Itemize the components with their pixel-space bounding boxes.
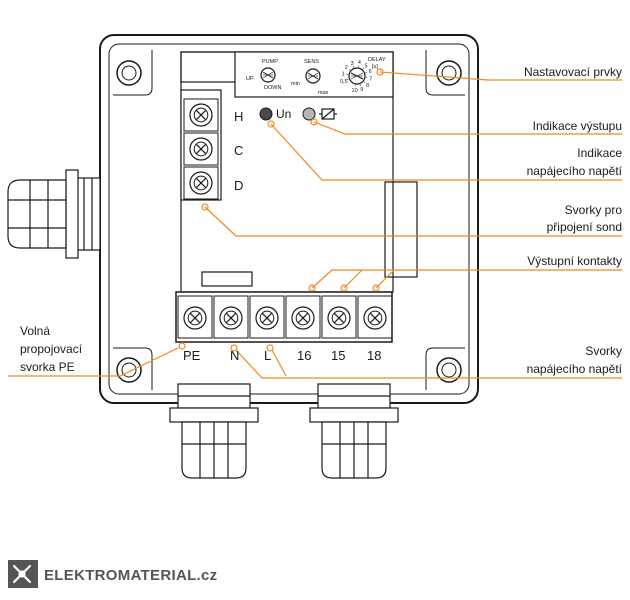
- callout-supply-indication-2: napájecího napětí: [527, 164, 623, 178]
- delay-scale-tick: 6: [369, 69, 372, 75]
- terminal-screw-l[interactable]: [255, 306, 279, 330]
- sens-knob[interactable]: [305, 68, 321, 84]
- callout-pe-3: svorka PE: [20, 360, 75, 374]
- relay-symbol-icon: [319, 108, 337, 120]
- bottom-terminal-cell: [321, 295, 357, 339]
- probe-terminal-cell: [183, 166, 219, 200]
- delay-scale-tick: 2: [345, 65, 348, 71]
- terminal-screw-pe[interactable]: [183, 306, 207, 330]
- delay-scale-tick: 4: [358, 60, 361, 66]
- delay-scale-mark: [359, 84, 361, 87]
- logo-text: ELEKTROMATERIAL.cz: [44, 567, 217, 584]
- callout-supply-terminals-1: Svorky: [585, 344, 622, 358]
- indicators: Un: [259, 107, 337, 121]
- delay-scale-mark: [363, 81, 366, 83]
- callout-pe-1: Volná: [20, 324, 50, 338]
- terminal-label-l: L: [264, 348, 271, 363]
- delay-scale-tick: 3: [351, 61, 354, 67]
- delay-scale-mark: [365, 72, 368, 74]
- bottom-terminal-cell: [285, 295, 321, 339]
- terminal-label-n: N: [230, 348, 239, 363]
- un-label: Un: [276, 107, 291, 121]
- bottom-terminal-cell: [177, 295, 213, 339]
- bottom-cable-gland-right: [309, 383, 399, 479]
- settings-panel: PUMP UP DOWN SENS min max DELAY [s] 0,51…: [246, 57, 386, 96]
- probe-terminal-cell: [183, 132, 219, 166]
- probe-label-h: H: [234, 109, 243, 124]
- callout-pe-2: propojovací: [20, 342, 83, 356]
- terminal-screw-18[interactable]: [363, 306, 387, 330]
- probe-label-c: C: [234, 143, 243, 158]
- terminal-label-pe: PE: [183, 348, 201, 363]
- left-cable-gland: [7, 169, 101, 259]
- delay-scale-tick: 10: [352, 88, 358, 94]
- terminal-label-16: 16: [297, 348, 311, 363]
- bottom-terminal-cell: [357, 295, 393, 339]
- probe-screw-c[interactable]: [189, 137, 213, 161]
- delay-unit-label: [s]: [372, 64, 378, 70]
- delay-scale-tick: 7: [369, 76, 372, 82]
- callout-output-indication: Indikace výstupu: [533, 119, 622, 133]
- bottom-terminal-cell: [213, 295, 249, 339]
- up-label: UP: [246, 76, 254, 82]
- terminal-screw-16[interactable]: [291, 306, 315, 330]
- delay-scale-mark: [353, 65, 355, 68]
- delay-scale-tick: 1: [342, 72, 345, 78]
- sens-label: SENS: [304, 59, 319, 65]
- probe-label-d: D: [234, 178, 243, 193]
- delay-scale-tick: 9: [360, 87, 363, 93]
- un-led: [259, 107, 273, 121]
- terminal-label-18: 18: [367, 348, 381, 363]
- callout-output-contacts: Výstupní kontakty: [527, 254, 622, 268]
- delay-scale-tick: 8: [366, 83, 369, 89]
- pump-label: PUMP: [262, 59, 278, 65]
- callout-supply-terminals-2: napájecího napětí: [527, 362, 623, 376]
- delay-scale-tick: 5: [364, 63, 367, 69]
- terminal-screw-n[interactable]: [219, 306, 243, 330]
- bottom-terminal-cell: [249, 295, 285, 339]
- max-label: max: [318, 90, 329, 96]
- pump-knob[interactable]: [260, 67, 276, 83]
- callout-settings: Nastavovací prvky: [524, 65, 622, 79]
- probe-screw-h[interactable]: [189, 103, 213, 127]
- delay-scale-tick: 0,5: [340, 79, 348, 85]
- callout-supply-indication-1: Indikace: [577, 146, 622, 160]
- output-led: [302, 107, 316, 121]
- delay-scale-mark: [348, 69, 351, 71]
- probe-terminal-cell: [183, 98, 219, 132]
- callout-leaders: [8, 68, 622, 379]
- probe-terminal-block: [180, 89, 222, 201]
- terminal-label-15: 15: [331, 348, 345, 363]
- down-label: DOWN: [264, 85, 281, 91]
- probe-screw-d[interactable]: [189, 171, 213, 195]
- callout-probe-terminals-2: připojení sond: [547, 220, 622, 234]
- delay-scale-mark: [362, 67, 364, 70]
- delay-knob[interactable]: [348, 67, 366, 85]
- bottom-cable-gland-left: [169, 383, 259, 479]
- delay-label: DELAY: [368, 57, 386, 63]
- bottom-terminal-block: [175, 291, 393, 343]
- brand-logo: ELEKTROMATERIAL.cz: [8, 560, 217, 588]
- callout-probe-terminals-1: Svorky pro: [565, 203, 623, 217]
- delay-scale-mark: [346, 78, 349, 80]
- terminal-screw-15[interactable]: [327, 306, 351, 330]
- min-label: min: [291, 81, 300, 87]
